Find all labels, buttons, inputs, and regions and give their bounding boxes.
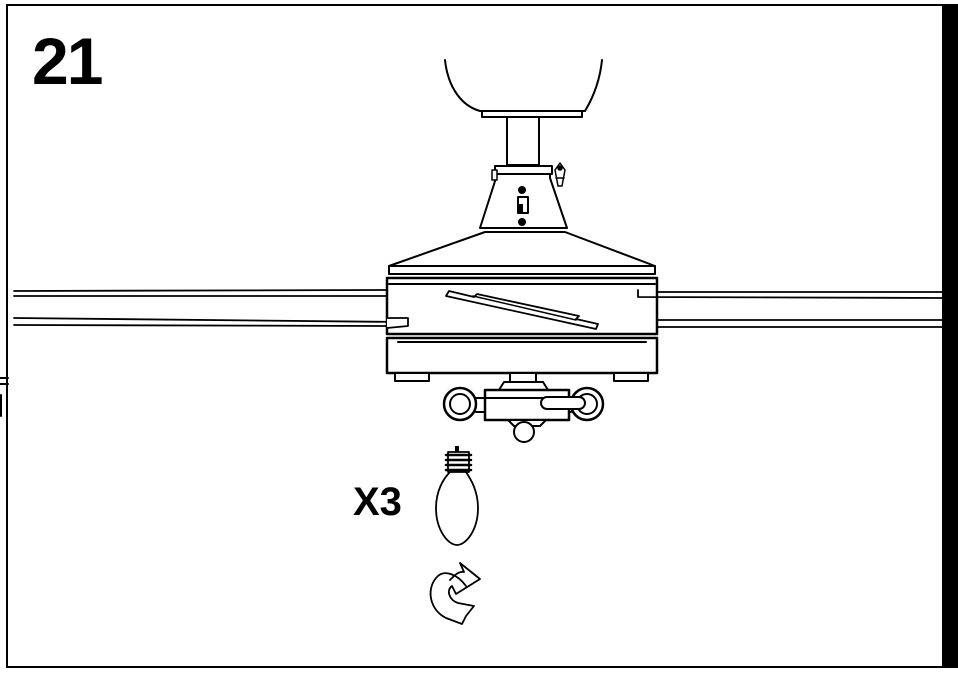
rotate-arrow-icon	[429, 562, 481, 625]
frame-bottom-border	[6, 666, 944, 668]
blade-left	[13, 289, 409, 329]
bulb-quantity-label: X3	[353, 480, 402, 524]
hanger-clip	[491, 162, 566, 187]
frame-right-border	[942, 4, 958, 668]
foot-left	[394, 372, 430, 382]
candelabra-bulb-icon	[435, 446, 479, 546]
reverse-switch-dot	[518, 186, 526, 194]
switch-screw	[518, 218, 526, 226]
frame-left-border	[6, 4, 8, 668]
lower-housing	[385, 336, 659, 375]
light-kit	[442, 372, 605, 443]
downrod	[506, 116, 540, 166]
motor-cover	[388, 231, 656, 275]
step-number: 21	[32, 24, 103, 98]
margin-marks	[0, 377, 9, 417]
housing-ring	[494, 165, 553, 175]
canopy	[444, 59, 603, 112]
blade-right	[637, 289, 943, 328]
foot-right	[613, 372, 649, 382]
frame-top-border	[6, 4, 944, 6]
